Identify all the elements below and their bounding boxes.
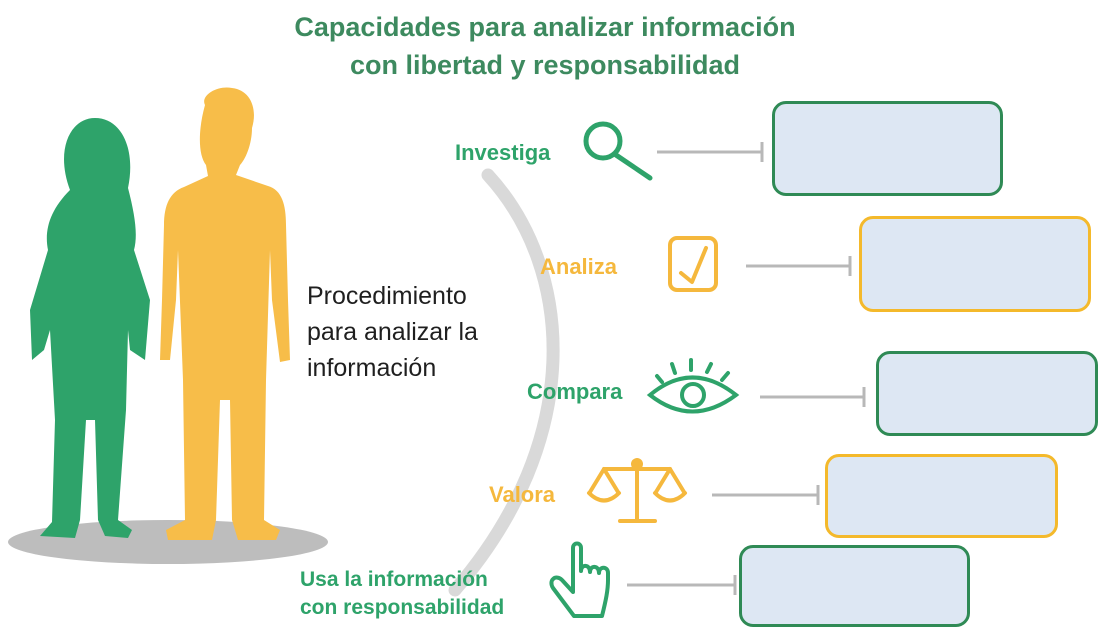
answer-box-compara[interactable] [876,351,1098,436]
title-line-1: Capacidades para analizar información [294,12,796,42]
connector-lines [627,142,866,595]
answer-box-valora[interactable] [825,454,1058,538]
step-label-valora: Valora [489,482,556,507]
diagram-title: Capacidades para analizar información co… [0,8,1100,84]
process-arc [448,168,560,597]
title-line-2: con libertad y responsabilidad [349,50,741,80]
step-label-usa-line-2: con responsabilidad [300,596,505,619]
step-label-investiga: Investiga [455,140,551,165]
scales-icon [587,458,687,523]
step-label-analiza: Analiza [540,254,618,279]
answer-box-analiza[interactable] [859,216,1091,312]
man-silhouette [160,87,290,541]
checkbox-icon [668,236,718,292]
answer-box-usa[interactable] [739,545,970,627]
magnifier-icon [583,121,653,181]
step-label-usa-line-1: Usa la información [300,568,488,591]
procedure-line-1: Procedimiento [307,282,467,310]
answer-box-investiga[interactable] [772,101,1003,196]
step-label-usa: Usa la información con responsabilidad [300,566,504,622]
procedure-line-3: información [307,354,437,382]
eye-icon [646,358,740,414]
procedure-line-2: para analizar la [307,318,478,346]
woman-silhouette [30,118,150,538]
procedure-label: Procedimiento para analizar la informaci… [307,278,547,386]
step-label-compara: Compara [527,379,623,404]
pointing-hand-icon [549,541,610,618]
